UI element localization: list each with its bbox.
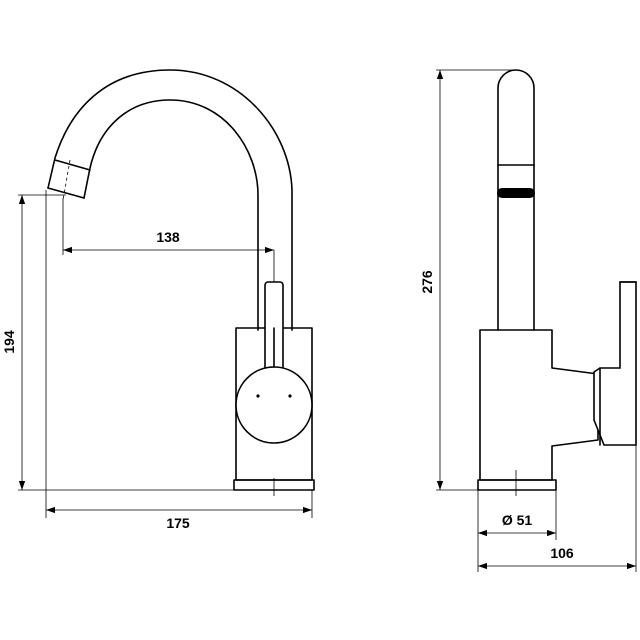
disc-hole-left [256, 394, 260, 398]
dim-label-outlet-height: 194 [1, 330, 17, 354]
spout-outer-edge [47, 69, 293, 331]
dim-label-base-diameter: Ø 51 [502, 512, 533, 528]
aerator-ring-line [54, 159, 91, 171]
dim-label-overall-width: 106 [550, 545, 574, 561]
aerator-axis [62, 159, 71, 201]
dim-label-overall-depth: 175 [166, 515, 190, 531]
spout-inner-edge [83, 99, 259, 331]
lever-disc [235, 366, 313, 444]
base-plate-side [477, 479, 557, 491]
dim-label-spout-reach: 138 [156, 229, 180, 245]
disc-hole-right [288, 394, 292, 398]
mixer-body-side [479, 329, 599, 481]
front-view: 138 194 175 [1, 69, 315, 531]
aerator-outlet [497, 188, 535, 198]
spout-tip-edge [47, 187, 85, 199]
dim-label-total-height: 276 [419, 270, 435, 294]
spout-column [497, 69, 535, 331]
side-view: 276 Ø 51 106 [419, 69, 637, 572]
